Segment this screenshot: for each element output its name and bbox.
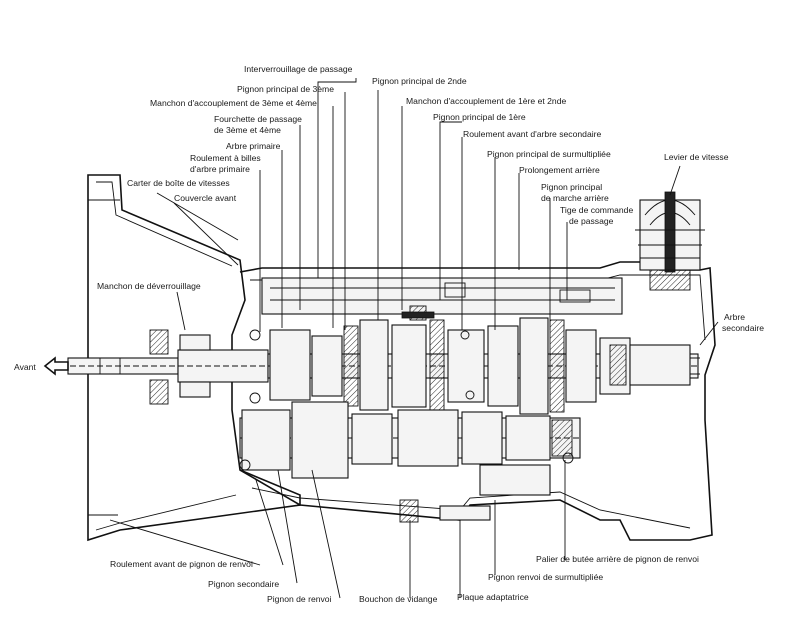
label-pignon-renvoi: Pignon de renvoi [267, 594, 332, 604]
label-tige-commande-l1: Tige de commande [560, 205, 633, 215]
drain-plug [399, 499, 419, 523]
label-arbre-secondaire-l1: Arbre [724, 312, 745, 322]
avant-arrow-icon [43, 356, 69, 376]
label-roulement-avant-arbre-sec: Roulement avant d'arbre secondaire [463, 129, 601, 139]
label-arbre-secondaire-l2: secondaire [722, 323, 764, 333]
label-pignon-marche-arriere-l2: de marche arrière [541, 193, 609, 203]
label-roulement-avant-renvoi: Roulement avant de pignon de renvoi [110, 559, 253, 569]
label-palier-butee: Palier de butée arrière de pignon de ren… [536, 554, 699, 564]
label-interverrouillage: Interverrouillage de passage [244, 64, 353, 74]
label-manchon-1-2: Manchon d'accouplement de 1ère et 2nde [406, 96, 566, 106]
label-tige-commande-l2: de passage [569, 216, 614, 226]
label-pignon-principal-3eme: Pignon principal de 3ème [237, 84, 334, 94]
label-couvercle-avant: Couvercle avant [174, 193, 237, 203]
label-levier-vitesse: Levier de vitesse [664, 152, 729, 162]
label-bouchon-vidange: Bouchon de vidange [359, 594, 438, 604]
bell-housing [87, 174, 301, 542]
main-gears [269, 305, 631, 415]
label-roulement-billes-l1: Roulement à billes [190, 153, 261, 163]
gearbox-case [239, 261, 716, 541]
label-pignon-renvoi-surmult: Pignon renvoi de surmultipliée [488, 572, 603, 582]
label-fourchette-l2: de 3ème et 4ème [214, 125, 281, 135]
shift-rail-housing [261, 277, 623, 315]
label-arbre-primaire: Arbre primaire [226, 141, 281, 151]
label-pignon-secondaire: Pignon secondaire [208, 579, 279, 589]
countershaft [239, 401, 581, 479]
label-pignon-marche-arriere-l1: Pignon principal [541, 182, 602, 192]
transmission-drawing [43, 174, 716, 542]
label-manchon-3-4: Manchon d'accouplement de 3ème et 4ème [150, 98, 317, 108]
leader-lines [109, 78, 719, 599]
label-avant: Avant [14, 362, 36, 372]
label-fourchette-l1: Fourchette de passage [214, 114, 302, 124]
label-manchon-deverrouillage: Manchon de déverrouillage [97, 281, 201, 291]
shift-lever-assembly [635, 191, 705, 291]
label-pignon-principal-2nde: Pignon principal de 2nde [372, 76, 467, 86]
label-pignon-surmultipliee: Pignon principal de surmultipliée [487, 149, 611, 159]
adapter-plate [439, 505, 491, 521]
label-carter: Carter de boîte de vitesses [127, 178, 230, 188]
label-roulement-billes-l2: d'arbre primaire [190, 164, 250, 174]
label-plaque-adaptatrice: Plaque adaptatrice [457, 592, 529, 602]
label-prolongement-arriere: Prolongement arrière [519, 165, 600, 175]
callout-labels: Interverrouillage de passage Pignon prin… [14, 64, 764, 604]
label-pignon-principal-1ere: Pignon principal de 1ère [433, 112, 526, 122]
